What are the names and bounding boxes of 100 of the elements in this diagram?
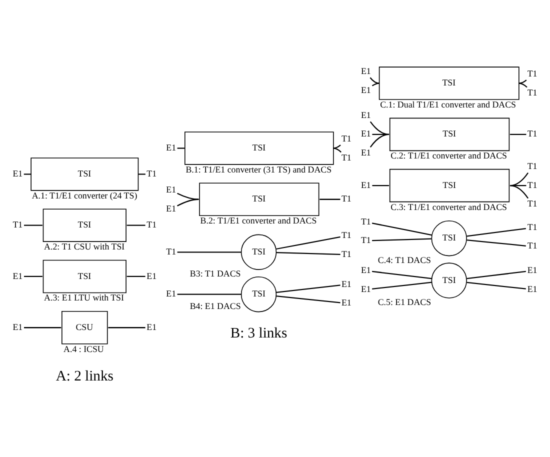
- node-text: E1: [360, 283, 371, 294]
- node-text: E1: [360, 179, 371, 190]
- node-label: A.2: T1 CSU with TSI: [44, 241, 125, 252]
- node-text: T1: [12, 219, 23, 230]
- connector: [320, 198, 340, 200]
- node-text: T1: [527, 128, 538, 138]
- connector: [108, 326, 146, 328]
- node-text: T1: [146, 219, 157, 230]
- node-label: C.2: T1/E1 converter and DACS: [390, 150, 508, 160]
- connector: [510, 133, 526, 134]
- node-box: TSI: [389, 168, 510, 202]
- node-text: E1: [166, 184, 176, 194]
- node-text: E1: [341, 278, 352, 288]
- node-label: A.1: T1/E1 converter (24 TS): [32, 190, 138, 200]
- node-text: E1: [360, 84, 371, 94]
- connector: [372, 238, 432, 241]
- node-text: T1: [146, 168, 157, 178]
- node-label: C.4: T1 DACS: [378, 254, 431, 264]
- connector: [276, 295, 340, 303]
- node-text: T1: [341, 152, 352, 162]
- node-text: E1: [360, 146, 371, 157]
- connector: [177, 251, 241, 252]
- node-box: CSU: [62, 310, 108, 344]
- node-circle: TSI: [240, 276, 277, 312]
- label: B: 3 links: [230, 325, 288, 342]
- connector: [126, 224, 146, 226]
- connector: [510, 184, 526, 186]
- node-text: E1: [12, 321, 23, 332]
- node-box: TSI: [42, 208, 126, 242]
- node-text: E1: [166, 288, 176, 298]
- node-box: TSI: [378, 66, 520, 100]
- node-box: TSI: [42, 259, 126, 293]
- node-text: T1: [527, 86, 538, 97]
- connector: [370, 120, 390, 134]
- connector: [177, 192, 199, 200]
- connector: [372, 82, 380, 86]
- connector: [332, 147, 342, 152]
- connector: [466, 227, 526, 236]
- node-label: C.3: T1/E1 converter and DACS: [390, 201, 508, 212]
- node-text: T1: [341, 230, 352, 240]
- connector: [177, 293, 241, 294]
- node-box: TSI: [199, 182, 320, 216]
- node-text: E1: [527, 264, 538, 275]
- node-text: T1: [166, 246, 176, 256]
- connector: [176, 198, 199, 206]
- node-label: A.4 : ICSU: [64, 343, 104, 354]
- node-text: E1: [360, 110, 371, 120]
- connector: [24, 224, 42, 226]
- node-text: T1: [527, 198, 538, 208]
- connector: [276, 284, 340, 293]
- connector: [138, 173, 146, 174]
- connector: [24, 173, 32, 174]
- connector: [372, 184, 390, 186]
- node-label: B3: T1 DACS: [190, 268, 241, 278]
- node-text: E1: [527, 283, 538, 294]
- node-text: E1: [146, 270, 157, 280]
- connector: [466, 270, 526, 279]
- node-text: T1: [527, 68, 538, 78]
- connector: [370, 133, 390, 148]
- connector: [372, 222, 432, 236]
- connector: [370, 76, 380, 84]
- connector: [24, 326, 62, 328]
- node-text: T1: [527, 222, 538, 232]
- node-box: TSI: [184, 131, 334, 164]
- label: A: 2 links: [56, 368, 114, 384]
- node-text: T1: [341, 133, 352, 144]
- connector: [126, 275, 146, 277]
- node-label: C.1: Dual T1/E1 converter and DACS: [380, 98, 516, 109]
- node-box: TSI: [389, 117, 510, 151]
- connector: [372, 270, 432, 279]
- node-box: TSI: [30, 157, 139, 190]
- connector: [177, 147, 184, 148]
- node-text: E1: [360, 128, 371, 138]
- node-label: A.3: E1 LTU with TSI: [44, 292, 124, 302]
- connector: [510, 184, 528, 198]
- node-label: B.1: T1/E1 converter (31 TS) and DACS: [186, 164, 332, 174]
- connector: [466, 238, 526, 246]
- connector: [276, 236, 340, 250]
- connector: [24, 275, 42, 277]
- node-text: T1: [527, 179, 538, 190]
- node-text: E1: [166, 202, 176, 213]
- node-label: C.5: E1 DACS: [378, 296, 432, 307]
- node-label: B.2: T1/E1 converter and DACS: [200, 215, 317, 226]
- node-circle: TSI: [240, 234, 277, 270]
- node-text: E1: [12, 168, 23, 178]
- node-text: T1: [341, 248, 352, 258]
- connector: [372, 281, 432, 289]
- connector: [466, 281, 526, 289]
- node-text: E1: [360, 264, 371, 275]
- node-text: T1: [360, 216, 371, 226]
- connector: [276, 252, 340, 254]
- node-text: T1: [360, 234, 371, 245]
- node-text: E1: [146, 321, 157, 332]
- node-text: E1: [12, 270, 23, 280]
- node-text: T1: [341, 193, 352, 204]
- node-label: B4: E1 DACS: [190, 300, 241, 311]
- node-text: E1: [341, 297, 352, 308]
- node-text: T1: [527, 240, 538, 250]
- connector: [510, 172, 528, 186]
- node-text: E1: [360, 66, 371, 76]
